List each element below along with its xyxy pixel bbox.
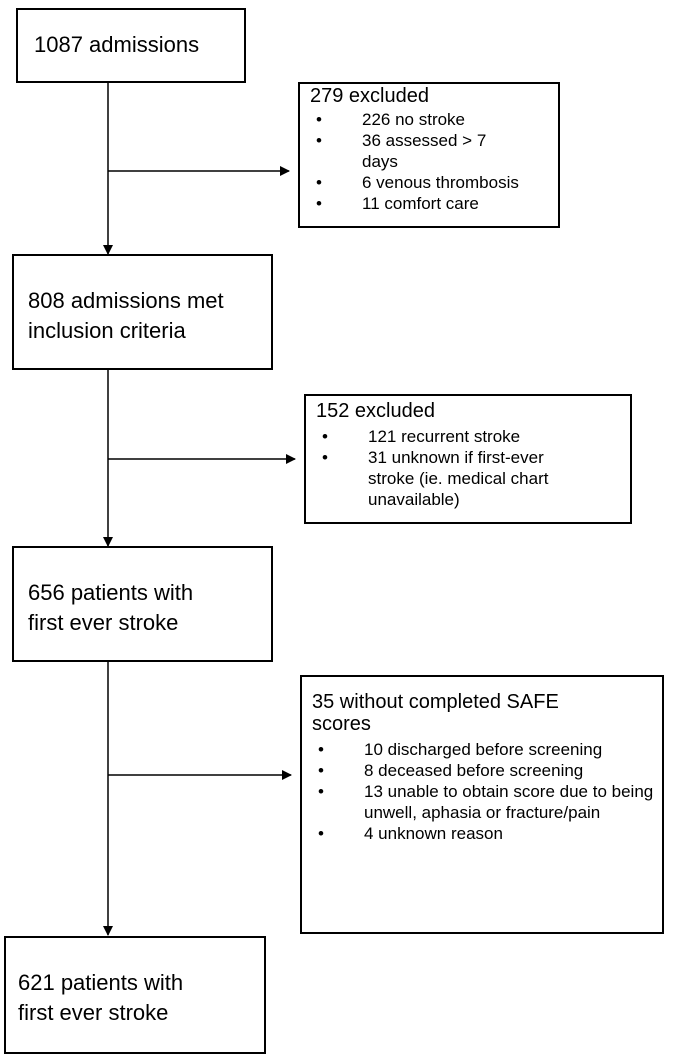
admissions-label: 1087 admissions (34, 32, 200, 57)
exclusion-heading-1: 279 excluded (310, 85, 429, 107)
list-item: 11 comfort care (310, 193, 552, 214)
exclusion-heading-3: 35 without completed SAFE scores (312, 691, 559, 735)
exclusion-box-3: 35 without completed SAFE scores 10 disc… (300, 675, 664, 934)
list-item: 4 unknown reason (312, 823, 656, 844)
list-item: 10 discharged before screening (312, 739, 656, 760)
exclusion-list-3: 10 discharged before screening 8 decease… (312, 739, 656, 844)
first-ever-label: 656 patients with first ever stroke (28, 580, 194, 635)
exclusion-heading-2: 152 excluded (316, 400, 435, 422)
admissions-box: 1087 admissions (16, 8, 246, 83)
list-item: 31 unknown if first-ever stroke (ie. med… (316, 447, 624, 510)
exclusion-box-2: 152 excluded 121 recurrent stroke 31 unk… (304, 394, 632, 524)
list-item: 121 recurrent stroke (316, 426, 624, 447)
list-item: 13 unable to obtain score due to being u… (312, 781, 656, 823)
list-item: 226 no stroke (310, 109, 552, 130)
list-item: 8 deceased before screening (312, 760, 656, 781)
met-criteria-label: 808 admissions met inclusion criteria (28, 288, 224, 343)
list-item: 36 assessed > 7 days (310, 130, 552, 172)
first-ever-box: 656 patients with first ever stroke (12, 546, 273, 662)
met-criteria-box: 808 admissions met inclusion criteria (12, 254, 273, 370)
final-box: 621 patients with first ever stroke (4, 936, 266, 1054)
list-item: 6 venous thrombosis (310, 172, 552, 193)
final-label: 621 patients with first ever stroke (18, 970, 184, 1025)
exclusion-list-2: 121 recurrent stroke 31 unknown if first… (316, 426, 624, 510)
exclusion-box-1: 279 excluded 226 no stroke 36 assessed >… (298, 82, 560, 228)
exclusion-list-1: 226 no stroke 36 assessed > 7 days 6 ven… (310, 109, 552, 214)
